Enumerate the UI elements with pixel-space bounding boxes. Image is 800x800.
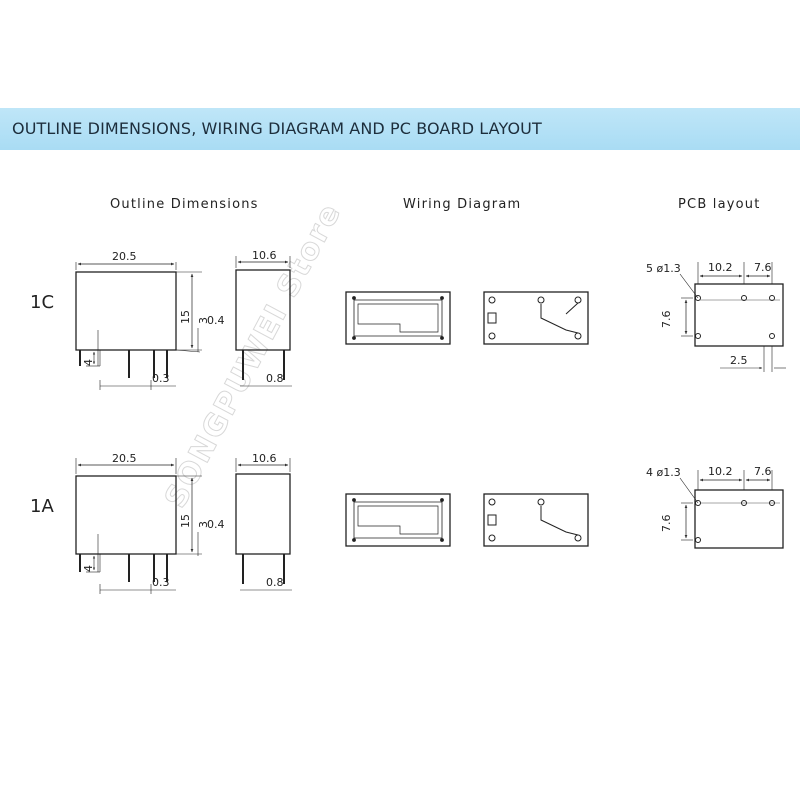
wiring-top-view (345, 493, 451, 547)
pcb-layout (679, 470, 784, 549)
front-outline (75, 262, 202, 390)
banner-title: OUTLINE DIMENSIONS, WIRING DIAGRAM AND P… (12, 119, 542, 138)
dim-height: 15 (179, 310, 192, 324)
pcb-layout (679, 262, 786, 372)
pcb-layout-heading: PCB layout (678, 197, 761, 212)
watermark-text: SONGPUWEI Store (158, 197, 349, 514)
dim-pin-length: 4 (82, 359, 95, 366)
pcb-spacing-a: 10.2 (708, 261, 733, 274)
dim-width: 20.5 (112, 250, 137, 263)
dim-pin-width: 0.8 (266, 372, 284, 385)
pcb-spacing-b: 7.6 (754, 261, 772, 274)
pcb-vertical: 7.6 (660, 311, 673, 329)
dim-pin-thick: 0.4 (207, 518, 225, 531)
dim-pin-length: 4 (82, 565, 95, 572)
wiring-diagram-heading: Wiring Diagram (403, 197, 522, 212)
pcb-vertical: 7.6 (660, 515, 673, 533)
pcb-hole-count: 5 ø1.3 (646, 262, 681, 275)
dim-pin-spacing: 0.3 (152, 576, 170, 589)
dim-pin-width: 0.8 (266, 576, 284, 589)
row-1c: 1C 20.5 15 3 0.4 4 0 (30, 249, 786, 390)
dim-pin-thick: 0.4 (207, 314, 225, 327)
pcb-spacing-a: 10.2 (708, 465, 733, 478)
dim-pin-spacing: 0.3 (152, 372, 170, 385)
dim-pin-offset: 3 (197, 521, 210, 528)
outline-dimensions-heading: Outline Dimensions (110, 197, 259, 212)
front-outline (75, 458, 202, 594)
wiring-top-view (345, 291, 451, 345)
title-banner: OUTLINE DIMENSIONS, WIRING DIAGRAM AND P… (0, 108, 800, 150)
dim-depth: 10.6 (252, 249, 277, 262)
dim-depth: 10.6 (252, 452, 277, 465)
side-outline (235, 458, 292, 591)
side-outline (235, 256, 292, 387)
wiring-schematic (483, 291, 589, 345)
row-label: 1A (30, 496, 54, 517)
dim-height: 15 (179, 514, 192, 528)
pcb-bottom: 2.5 (730, 354, 748, 367)
row-1a: 1A 20.5 15 3 0.4 4 0.3 (30, 452, 784, 594)
dim-pin-offset: 3 (197, 317, 210, 324)
dim-width: 20.5 (112, 452, 137, 465)
row-label: 1C (30, 292, 54, 313)
pcb-spacing-b: 7.6 (754, 465, 772, 478)
pcb-hole-count: 4 ø1.3 (646, 466, 681, 479)
wiring-schematic (483, 493, 589, 547)
